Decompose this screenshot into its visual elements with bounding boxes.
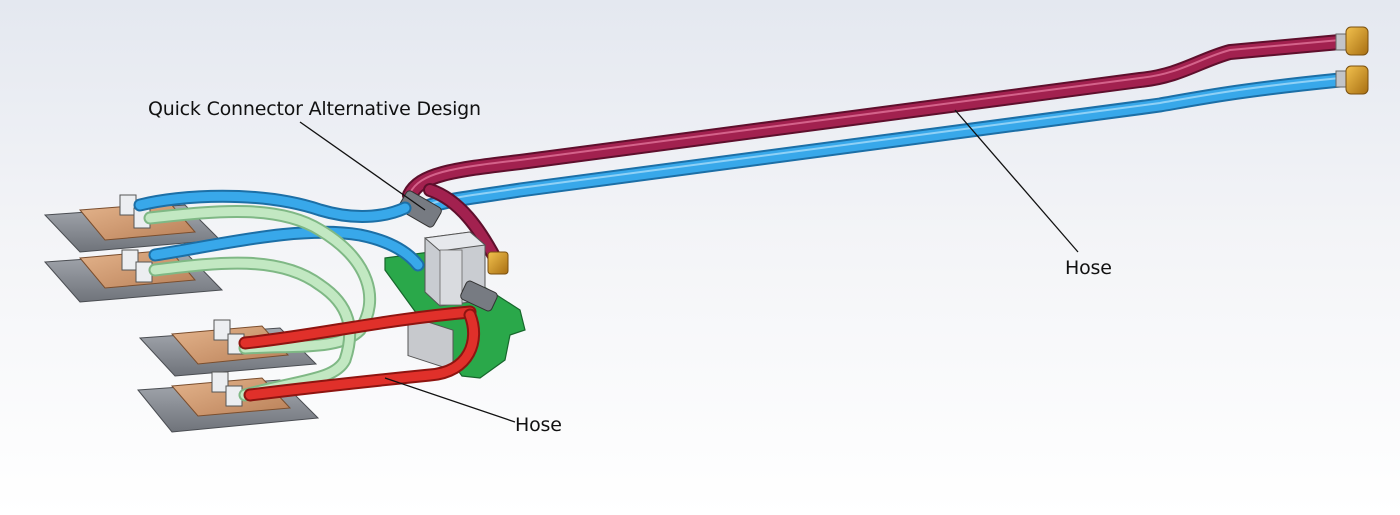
quick-connector-block [398,190,509,312]
hose-label-bottom: Hose [515,414,562,436]
hose-label-right: Hose [1065,257,1112,279]
leader-hose-right [954,109,1079,253]
bracket-plate [407,314,454,371]
leader-lines [299,109,1079,423]
cold-plate-2 [43,249,224,303]
leader-quick-connector [299,121,426,211]
quick-connector-label: Quick Connector Alternative Design [148,98,481,120]
fitting-top-icon [1335,26,1369,56]
leader-hose-bottom [384,377,516,423]
short-hoses [133,189,481,402]
long-hose-pair [402,34,1348,265]
fitting-bottom-icon [1335,65,1369,95]
